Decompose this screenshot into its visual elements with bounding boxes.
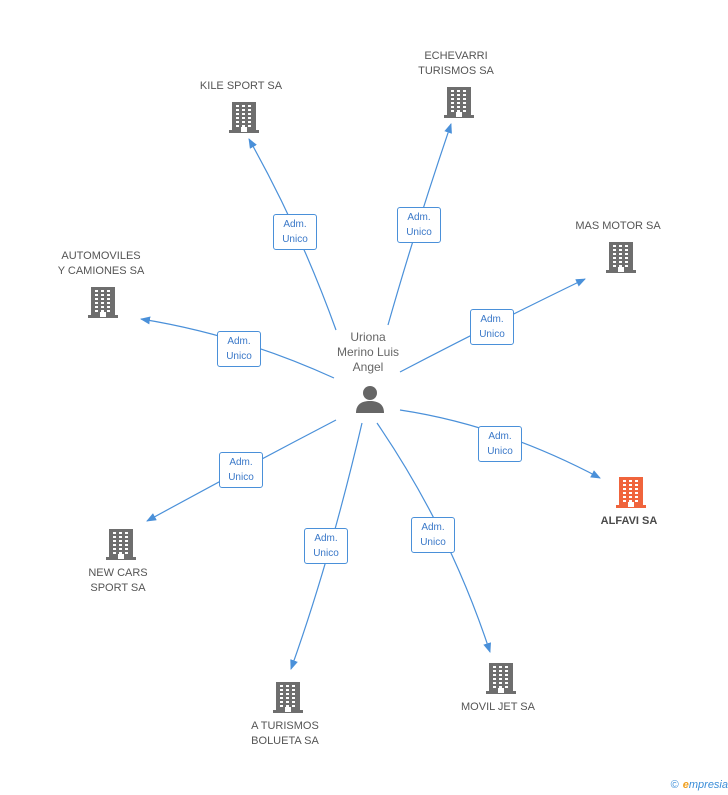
node-label: MAS MOTOR SA bbox=[575, 220, 661, 232]
edge-label: Adm. Unico bbox=[397, 207, 441, 243]
copyright-icon: © bbox=[670, 779, 679, 791]
edge-label: Adm. Unico bbox=[217, 331, 261, 367]
center-person-name: Uriona Merino Luis Angel bbox=[336, 330, 400, 374]
building-icon bbox=[444, 86, 474, 123]
building-icon bbox=[606, 241, 636, 278]
brand-logo-text: mpresia bbox=[688, 779, 728, 791]
node-label: ALFAVI SA bbox=[600, 515, 658, 527]
building-icon bbox=[273, 681, 303, 718]
node-label: ECHEVARRI TURISMOS SA bbox=[418, 50, 494, 77]
edge-label: Adm. Unico bbox=[470, 309, 514, 345]
node-label: AUTOMOVILES Y CAMIONES SA bbox=[57, 250, 145, 277]
node-label: NEW CARS SPORT SA bbox=[88, 567, 148, 594]
footer-brand: ©empresia bbox=[671, 779, 728, 791]
building-icon bbox=[229, 101, 259, 138]
edge-label: Adm. Unico bbox=[304, 528, 348, 564]
building-icon bbox=[486, 662, 516, 699]
edge-label: Adm. Unico bbox=[478, 426, 522, 462]
edge-label: Adm. Unico bbox=[273, 214, 317, 250]
brand-logo-e: e bbox=[682, 779, 689, 791]
person-icon[interactable] bbox=[355, 385, 385, 418]
node-label: MOVIL JET SA bbox=[461, 701, 535, 713]
edge-label: Adm. Unico bbox=[219, 452, 263, 488]
building-icon bbox=[88, 286, 118, 323]
node-label: KILE SPORT SA bbox=[199, 80, 283, 92]
node-label: A TURISMOS BOLUETA SA bbox=[251, 720, 319, 747]
edge-label: Adm. Unico bbox=[411, 517, 455, 553]
building-icon bbox=[106, 528, 136, 565]
building-icon-highlight bbox=[616, 476, 646, 513]
